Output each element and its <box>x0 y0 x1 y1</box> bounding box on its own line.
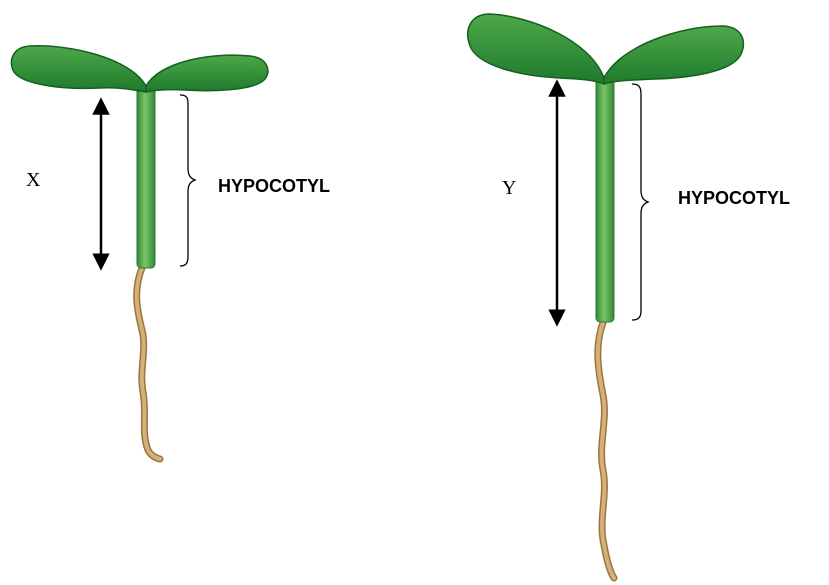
seedling-1-right-cotyledon <box>146 55 268 92</box>
seedling-2-region-label: HYPOCOTYL <box>678 188 790 208</box>
seedling-2-brace <box>632 84 648 320</box>
seedling-2-length-label: Y <box>502 177 516 199</box>
seedling-1-brace <box>180 95 195 266</box>
seedling-2-left-cotyledon <box>468 14 604 84</box>
seedling-1-hypocotyl <box>137 86 155 268</box>
seedling-1-left-cotyledon <box>11 46 146 92</box>
seedling-1: X HYPOCOTYL <box>11 46 330 459</box>
seedling-1-region-label: HYPOCOTYL <box>218 176 330 196</box>
seedling-2-right-cotyledon <box>604 26 743 84</box>
seedling-1-root <box>137 268 160 459</box>
seedling-2-hypocotyl <box>596 76 614 322</box>
seedling-1-length-label: X <box>26 169 41 191</box>
seedling-2: Y HYPOCOTYL <box>468 14 790 578</box>
